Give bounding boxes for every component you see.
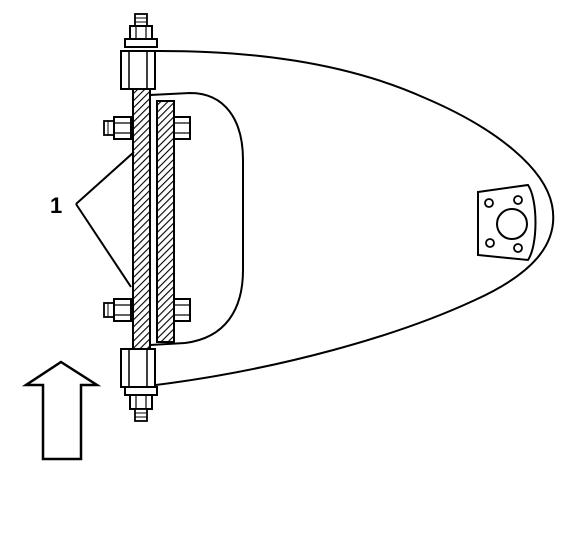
bottom-bushing: [120, 348, 156, 388]
top-nut-assembly: [124, 13, 158, 48]
control-arm-inner-cutout: [149, 91, 244, 346]
shim-plate: [156, 100, 175, 343]
pivot-shaft: [132, 88, 151, 350]
ball-joint-plate: [477, 183, 537, 262]
lower-bolt: [103, 298, 191, 322]
bottom-nut-assembly: [124, 386, 158, 422]
direction-arrow-icon: [21, 360, 102, 461]
control-arm-body: [147, 49, 555, 387]
upper-bolt: [103, 116, 191, 140]
callout-label: 1: [50, 193, 62, 218]
top-bushing: [120, 50, 156, 90]
callout-leaders: [75, 151, 135, 288]
